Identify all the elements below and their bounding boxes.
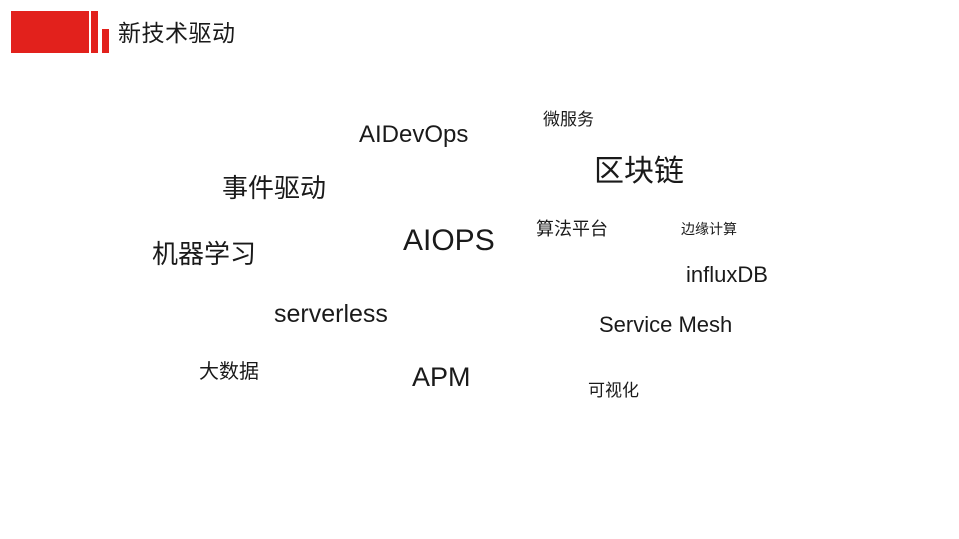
accent-bar-short [102,29,109,53]
cloud-word: 机器学习 [152,239,257,269]
cloud-word: 边缘计算 [681,221,737,237]
cloud-word: influxDB [686,262,768,287]
cloud-word: 微服务 [543,110,594,129]
slide-header: 新技术驱动 [0,0,959,70]
accent-block-large [11,11,89,53]
word-cloud: AIDevOps 微服务区块链事件驱动算法平台 边缘计算 AIOPS 机器学习 influ… [0,70,959,539]
cloud-word: 事件驱动 [222,173,327,203]
cloud-word: serverless [274,300,388,328]
cloud-word: 可视化 [588,381,639,400]
accent-bar-tall [91,11,98,53]
cloud-word: AIOPS [403,224,495,257]
cloud-word: 算法平台 [536,219,608,239]
cloud-word: APM [412,362,471,392]
page-title: 新技术驱动 [118,20,236,46]
cloud-word: 区块链 [594,155,684,188]
cloud-word: AIDevOps [359,121,469,148]
cloud-word: 大数据 [199,361,259,383]
cloud-word: Service Mesh [599,312,733,337]
